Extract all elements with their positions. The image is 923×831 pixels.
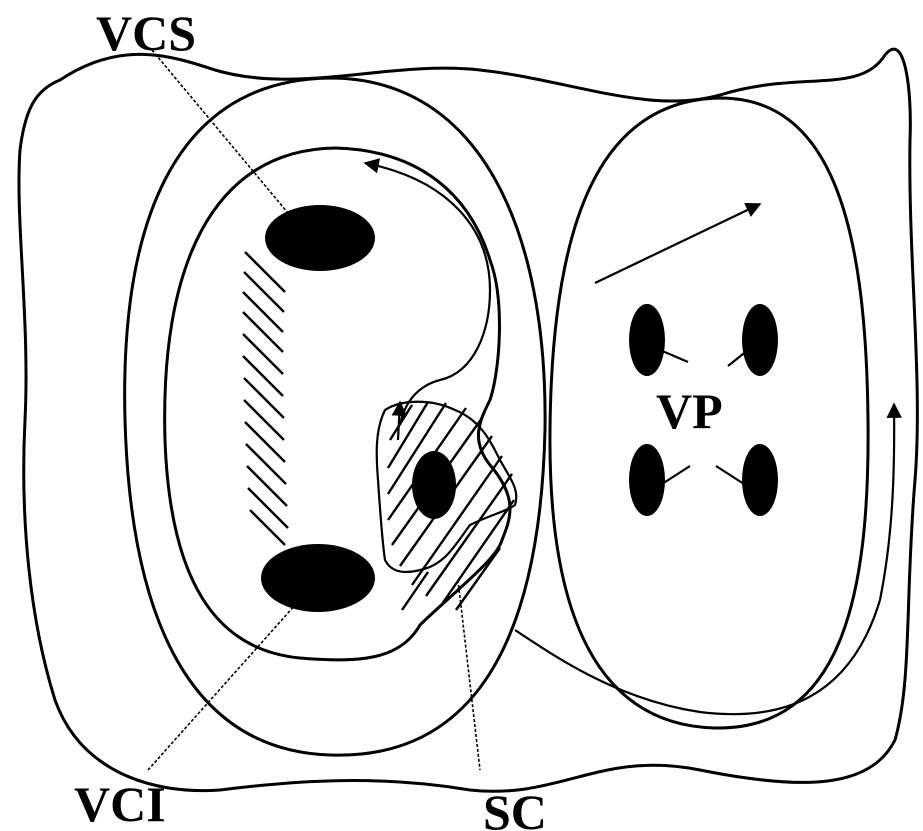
pulmonary-vein-3: [629, 444, 665, 516]
label-vp: VP: [656, 383, 723, 439]
interatrial-loop: [515, 600, 880, 714]
vena-cava-inferior: [261, 544, 375, 612]
left-atrium-flow-arrow: [595, 204, 760, 283]
outer-outline: [19, 49, 917, 791]
pulmonary-vein-2: [742, 304, 778, 376]
label-vci: VCI: [74, 776, 166, 831]
pulmonary-vein-1: [629, 304, 665, 376]
vcs-leader: [152, 50, 298, 225]
pulmonary-vein-4: [742, 444, 778, 516]
sc-leader: [458, 580, 480, 770]
vena-cava-superior: [265, 205, 375, 271]
right-atrium-flow-arrow: [365, 163, 490, 425]
label-vcs: VCS: [96, 5, 196, 61]
left-atrium-return-arrow: [880, 404, 894, 600]
crista-terminalis-hatching: [243, 252, 288, 545]
isthmus-flow-arrow: [398, 402, 400, 440]
label-sc: SC: [483, 784, 547, 831]
